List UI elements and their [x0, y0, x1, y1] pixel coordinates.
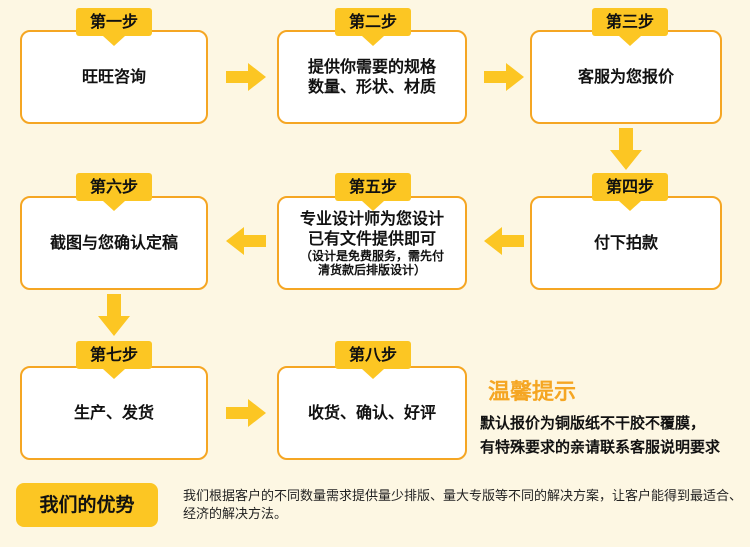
step-5-note-line1: （设计是免费服务，需先付 [299, 249, 444, 263]
arrow-left-icon [226, 227, 266, 255]
step-7-tag: 第七步 [76, 341, 152, 379]
step-5-text-line1: 专业设计师为您设计 [299, 209, 444, 228]
step-3-text: 客服为您报价 [577, 67, 674, 86]
advantage-text: 我们根据客户的不同数量需求提供量少排版、量大专版等不同的解决方案，让客户能得到最… [183, 489, 743, 522]
step-7-box: 生产、发货 [20, 366, 208, 460]
step-2-text-line1: 提供你需要的规格 [307, 57, 436, 76]
step-4-tag: 第四步 [592, 173, 668, 211]
step-1-tag: 第一步 [76, 8, 152, 46]
step-4-text: 付下拍款 [593, 233, 658, 252]
step-8-box: 收货、确认、好评 [277, 366, 467, 460]
arrow-left-icon [484, 227, 524, 255]
step-1-text: 旺旺咨询 [81, 67, 146, 86]
step-8-text: 收货、确认、好评 [307, 403, 436, 422]
arrow-right-icon [226, 63, 266, 91]
step-2-tag: 第二步 [335, 8, 411, 46]
tips-line-2: 有特殊要求的亲请联系客服说明要求 [480, 438, 721, 456]
step-8-tag: 第八步 [335, 341, 411, 379]
step-3-tag: 第三步 [592, 8, 668, 46]
step-5-tag: 第五步 [335, 173, 411, 211]
step-2-box: 提供你需要的规格 数量、形状、材质 [277, 30, 467, 124]
arrow-down-icon [98, 294, 130, 336]
step-6-text: 截图与您确认定稿 [49, 233, 178, 252]
step-4-box: 付下拍款 [530, 196, 722, 290]
tips-line-1: 默认报价为铜版纸不干胶不覆膜， [480, 414, 706, 432]
step-5-note-line2: 清货款后排版设计） [317, 263, 426, 277]
step-2-text-line2: 数量、形状、材质 [307, 77, 436, 96]
arrow-right-icon [226, 399, 266, 427]
step-6-tag: 第六步 [76, 173, 152, 211]
arrow-down-icon [610, 128, 642, 170]
tips-title: 温馨提示 [488, 380, 577, 405]
step-7-text: 生产、发货 [73, 403, 154, 422]
arrow-right-icon [484, 63, 524, 91]
step-5-text-line2: 已有文件提供即可 [307, 229, 436, 248]
advantage-badge: 我们的优势 [16, 483, 158, 527]
